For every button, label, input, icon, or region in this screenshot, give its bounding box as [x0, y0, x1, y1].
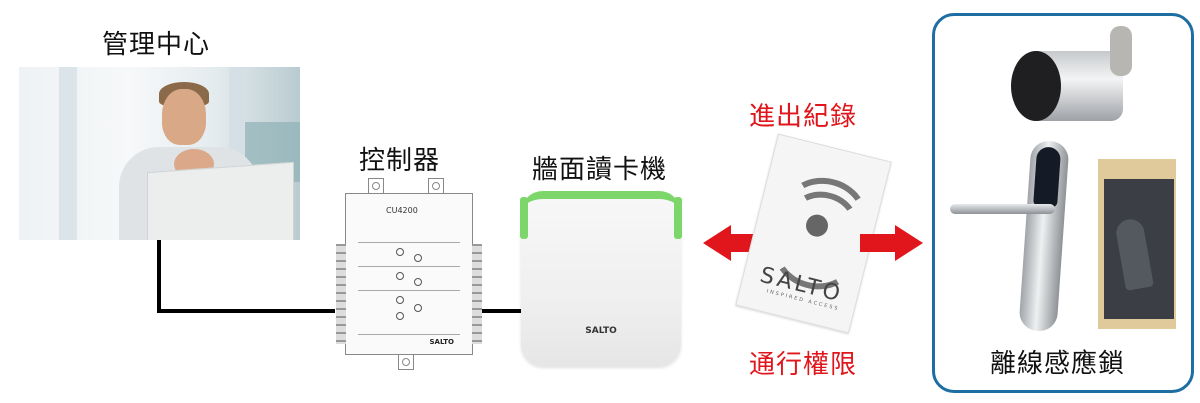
lever-lock-icon: [1018, 139, 1070, 333]
laptop-icon: [147, 161, 294, 240]
controller-label: 控制器: [359, 146, 441, 176]
management-center-label: 管理中心: [102, 30, 211, 60]
wall-reader-label: 牆面讀卡機: [532, 155, 668, 185]
cylinder-lock-icon: [1011, 26, 1132, 121]
offline-locks-panel: 離線感應鎖: [932, 13, 1194, 393]
controller-model-text: CU4200: [386, 206, 418, 215]
controller-brand: SALTO: [429, 338, 455, 346]
wall-reader-brand: SALTO: [585, 326, 617, 336]
arrow-right-icon: [860, 225, 924, 261]
management-center-photo: [19, 67, 300, 240]
access-log-label: 進出紀錄: [749, 102, 858, 132]
wire-controller-to-reader: [479, 309, 521, 313]
access-rights-label: 通行權限: [749, 350, 858, 380]
offline-locks-label: 離線感應鎖: [990, 349, 1126, 379]
wire-vertical: [157, 240, 161, 313]
wire-center-to-controller: [157, 309, 335, 313]
wall-reader-icon: SALTO: [520, 191, 682, 366]
deadbolt-lock-icon: [1098, 159, 1176, 329]
controller-board-icon: CU4200 SALTO: [336, 178, 482, 370]
lever-handle-icon: [950, 204, 1055, 214]
